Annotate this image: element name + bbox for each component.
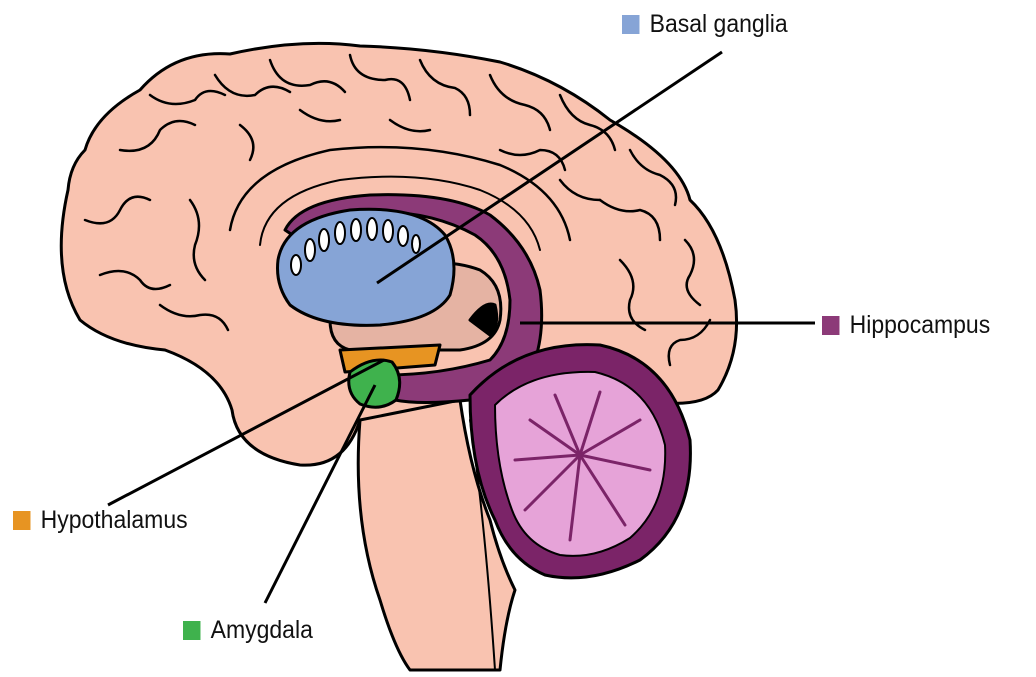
hippocampus-text: Hippocampus	[850, 311, 991, 340]
basal-ganglia-label: Basal ganglia	[622, 10, 788, 39]
hypothalamus-label: Hypothalamus	[13, 506, 188, 535]
basal-ganglia	[278, 209, 455, 325]
amygdala	[349, 360, 400, 407]
hypothalamus-text: Hypothalamus	[41, 506, 188, 535]
hippocampus-label: Hippocampus	[822, 311, 990, 340]
amygdala-text: Amygdala	[211, 616, 313, 645]
hippocampus-swatch	[822, 316, 839, 335]
basal-ganglia-swatch	[622, 15, 639, 34]
basal-ganglia-text: Basal ganglia	[650, 10, 788, 39]
amygdala-swatch	[183, 621, 200, 640]
amygdala-label: Amygdala	[183, 616, 313, 645]
hypothalamus-swatch	[13, 511, 30, 530]
